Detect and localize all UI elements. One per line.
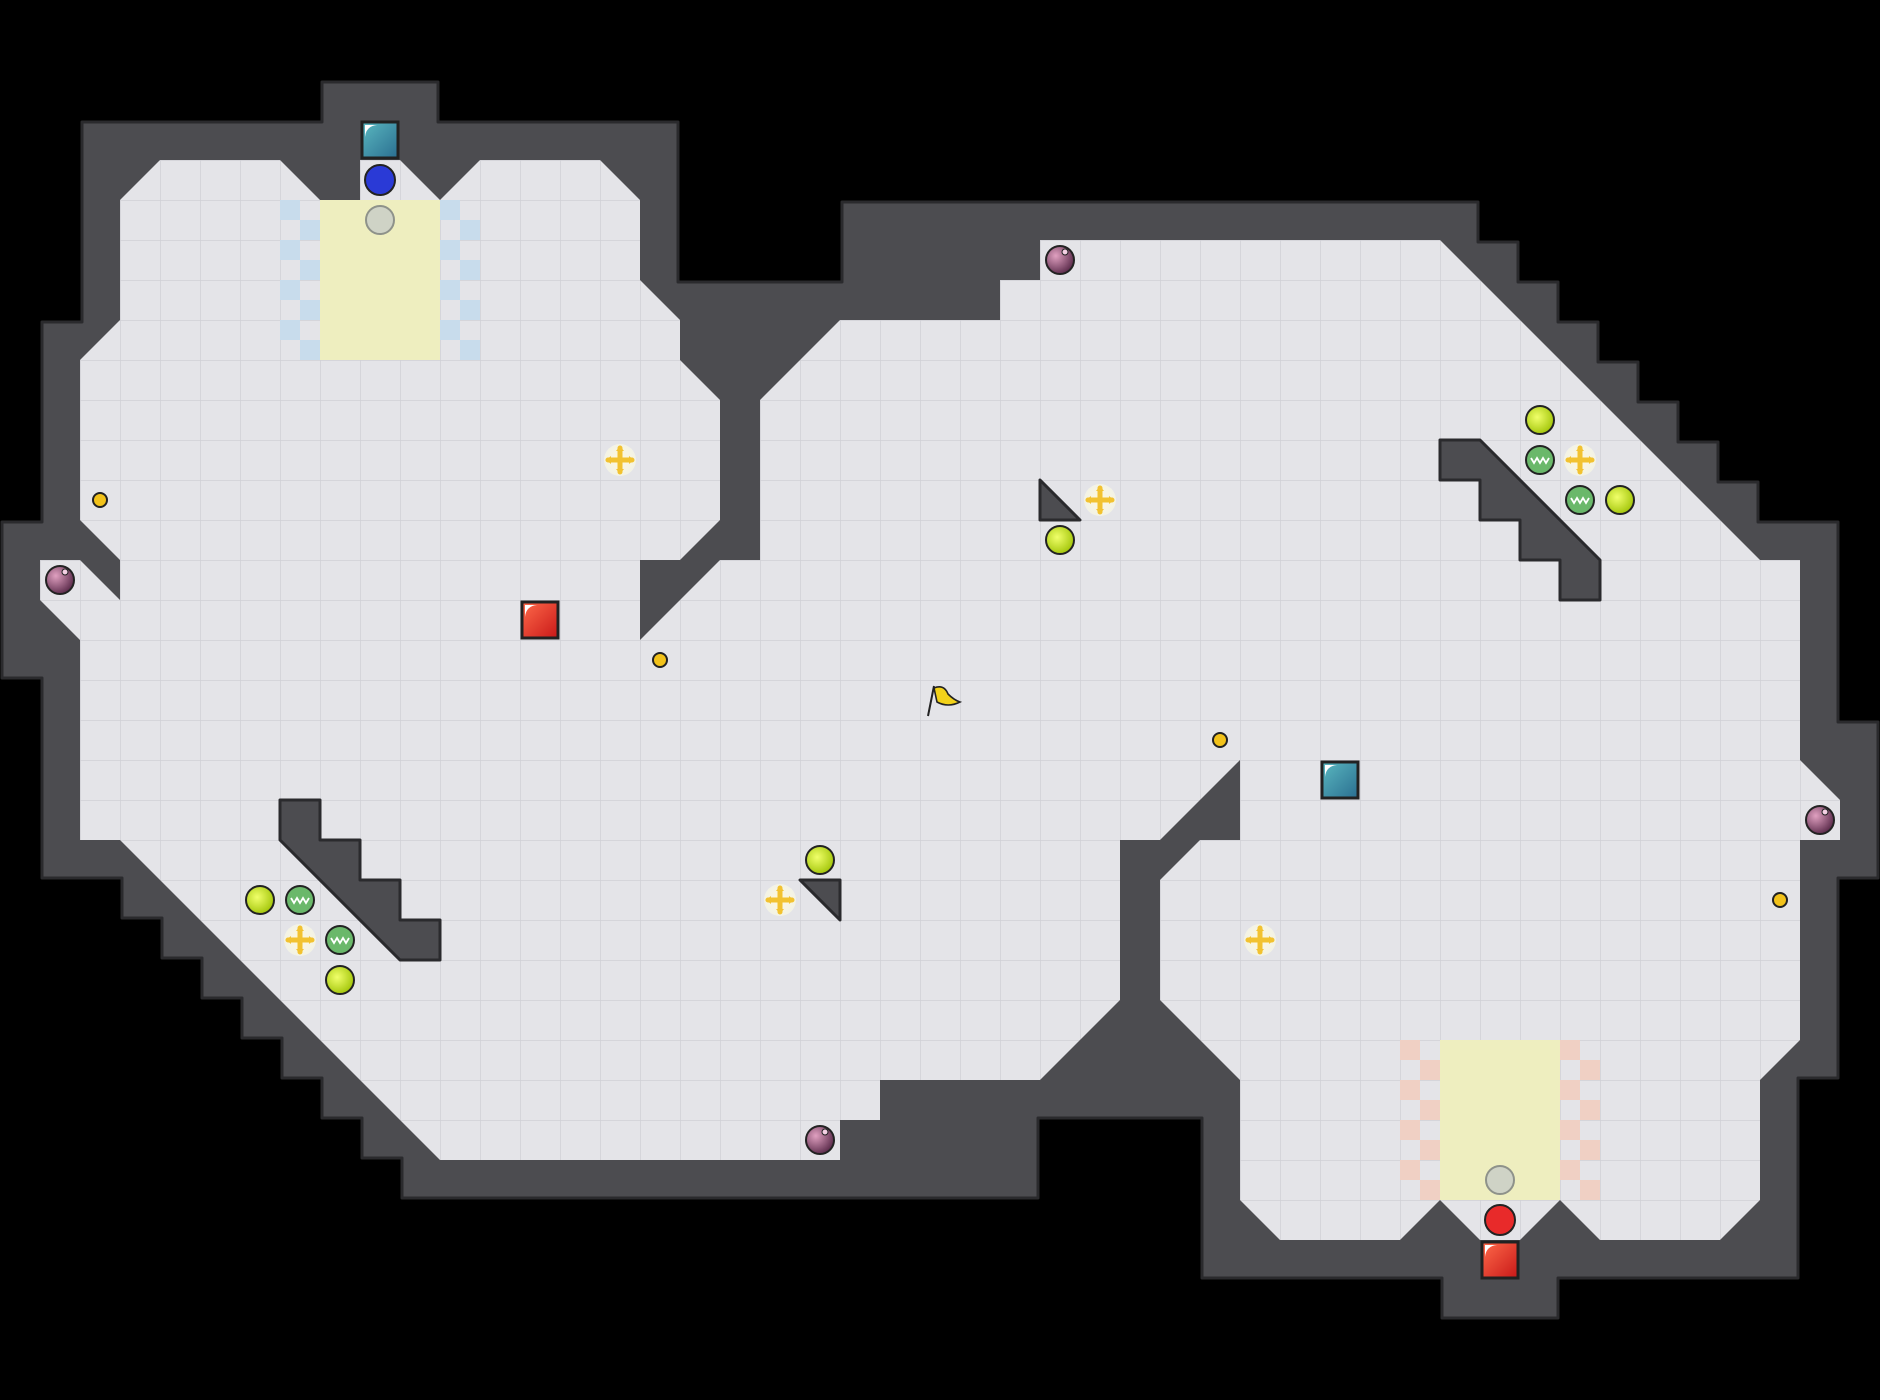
boost-icon [604, 444, 636, 476]
inner-walls [278, 438, 1602, 962]
boost-icon [764, 884, 796, 916]
spike-ring-icon [1565, 485, 1595, 515]
token-dot-icon [652, 652, 668, 668]
blue-base [280, 200, 480, 360]
inner-wall-wedge-center-top [1038, 478, 1082, 522]
inner-wall-left-stair [278, 798, 442, 962]
powerup-icon [325, 965, 355, 995]
bomb-icon [805, 1125, 835, 1155]
red-base-checker-left [1400, 1040, 1440, 1200]
neutral-token-icon [365, 205, 395, 235]
spike-ring-icon [285, 885, 315, 915]
powerup-icon [245, 885, 275, 915]
powerup-icon [1045, 525, 1075, 555]
bomb-icon [1045, 245, 1075, 275]
bomb-icon [45, 565, 75, 595]
powerup-icon [1525, 405, 1555, 435]
boost-icon [1244, 924, 1276, 956]
red-ball-icon [1484, 1204, 1516, 1236]
inner-wall-right-stair [1438, 438, 1602, 602]
flag-icon [927, 685, 963, 717]
inner-wall-wedge-center-bottom [798, 878, 842, 922]
blue-gate-icon [1320, 760, 1360, 800]
blue-base-checker-left [280, 200, 320, 360]
bomb-icon [1805, 805, 1835, 835]
blue-gate-icon [360, 120, 400, 160]
neutral-token-icon [1485, 1165, 1515, 1195]
boost-icon [284, 924, 316, 956]
blue-ball-icon [364, 164, 396, 196]
token-dot-icon [92, 492, 108, 508]
red-gate-icon [1480, 1240, 1520, 1280]
red-base-checker-right [1560, 1040, 1600, 1200]
boost-icon [1084, 484, 1116, 516]
token-dot-icon [1772, 892, 1788, 908]
boost-icon [1564, 444, 1596, 476]
blue-base-checker-right [440, 200, 480, 360]
map-objects [45, 120, 1835, 1280]
spike-ring-icon [325, 925, 355, 955]
powerup-icon [805, 845, 835, 875]
token-dot-icon [1212, 732, 1228, 748]
red-gate-icon [520, 600, 560, 640]
powerup-icon [1605, 485, 1635, 515]
spike-ring-icon [1525, 445, 1555, 475]
